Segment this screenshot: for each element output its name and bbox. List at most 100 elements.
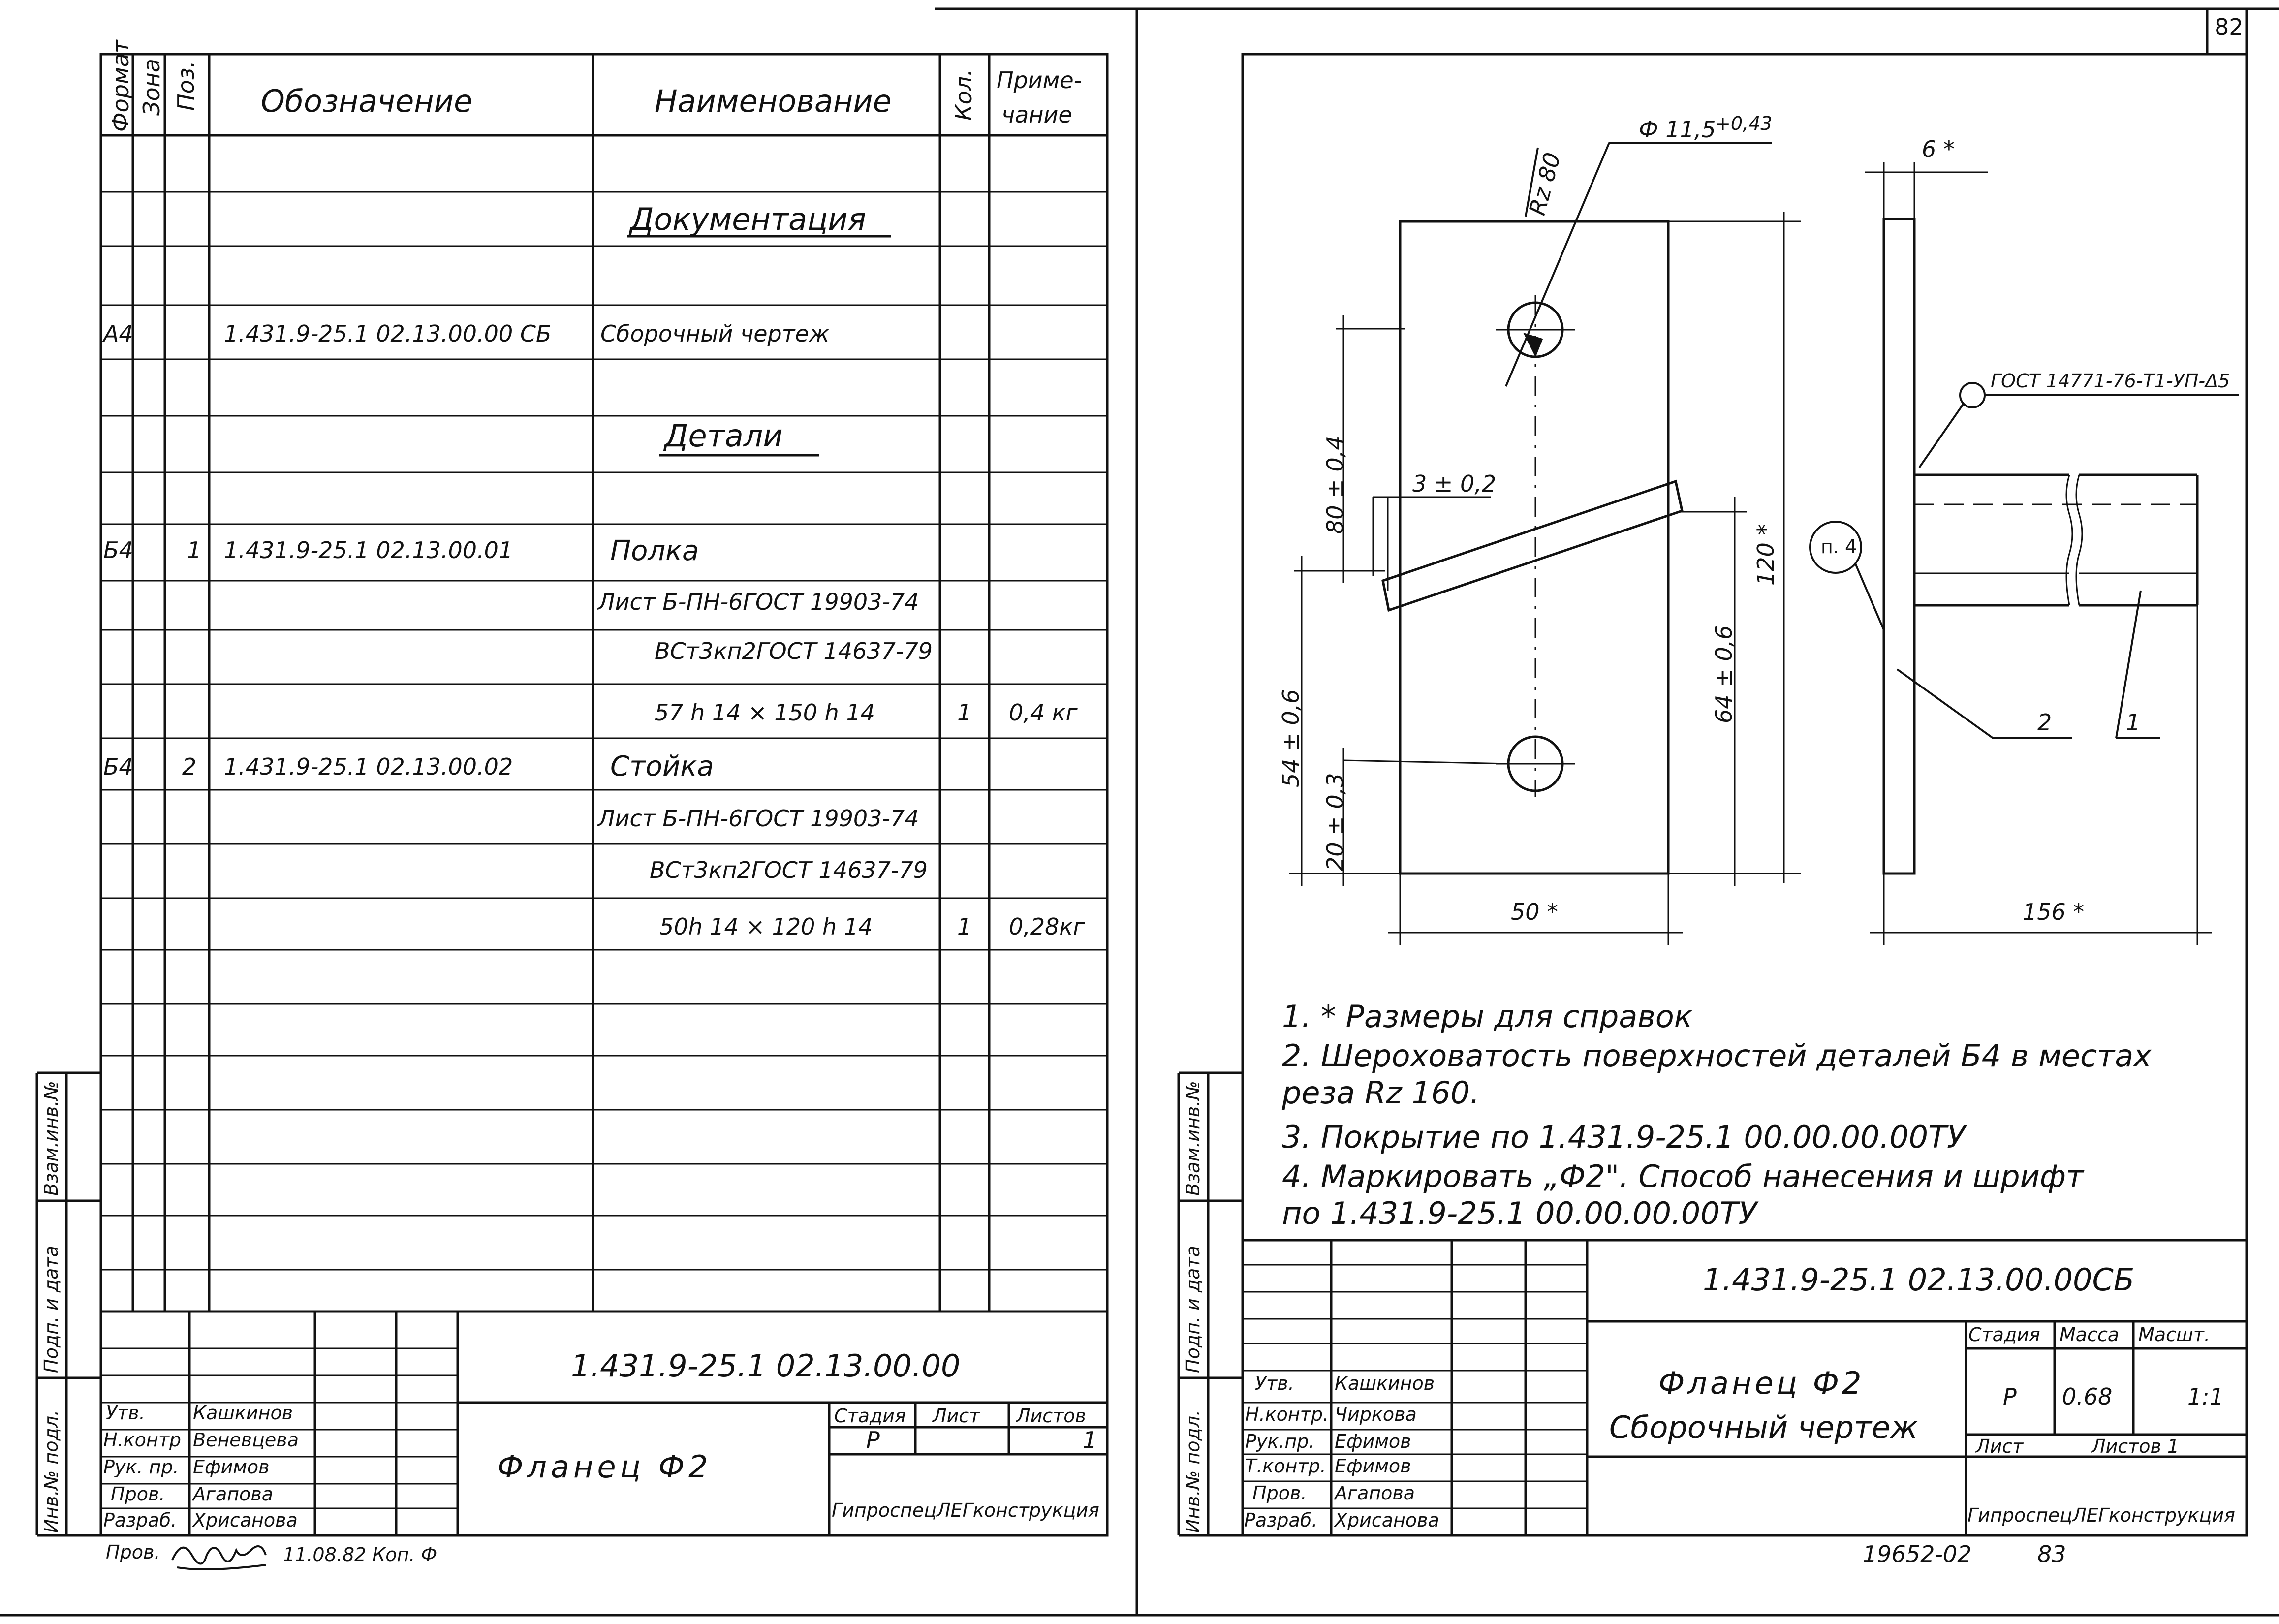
- row-designation: 1.431.9-25.1 02.13.00.01: [224, 537, 513, 563]
- title-subtitle: Сборочный чертеж: [1609, 1409, 1918, 1445]
- label-sheets: Листов 1: [2092, 1436, 2180, 1457]
- weld-symbol: ГОСТ 14771-76-Т1-УП-Δ5: [1991, 370, 2230, 392]
- role-label: Пров.: [1252, 1482, 1307, 1504]
- title-code: 1.431.9-25.1 02.13.00.00: [571, 1348, 961, 1384]
- header-note-1: Приме-: [997, 67, 1082, 94]
- sheet-number: 83: [2037, 1541, 2066, 1567]
- row-name: ВСт3кп2ГОСТ 14637-79: [655, 638, 933, 664]
- role-label: Утв.: [1255, 1373, 1294, 1394]
- note-line: 2. Шероховатость поверхностей деталей Б4…: [1282, 1038, 2152, 1074]
- row-note: 0,4 кг: [1009, 699, 1078, 726]
- header-zone: Зона: [138, 59, 165, 116]
- role-name: Веневцева: [193, 1429, 299, 1451]
- row-designation: 1.431.9-25.1 02.13.00.00 СБ: [224, 320, 552, 347]
- role-name: Ефимов: [1335, 1455, 1411, 1477]
- row-qty: 1: [957, 699, 972, 726]
- archive-number: 19652-02: [1863, 1541, 1972, 1567]
- value-stage: Р: [2003, 1383, 2017, 1410]
- row-format: А4: [103, 320, 133, 347]
- role-name: Хрисанова: [193, 1509, 298, 1531]
- value-sheets: 1: [1083, 1427, 1097, 1453]
- note-line: реза Rz 160.: [1282, 1075, 1480, 1111]
- dim-3: 3 ± 0,2: [1412, 470, 1497, 497]
- page-number: 82: [2215, 14, 2244, 40]
- row-name: ВСт3кп2ГОСТ 14637-79: [650, 857, 928, 883]
- dim-64: 64 ± 0,6: [1711, 625, 1737, 723]
- row-format: Б4: [103, 537, 133, 563]
- row-name: Сборочный чертеж: [600, 320, 830, 347]
- header-note-2: чание: [1001, 101, 1072, 128]
- footer-date: 11.08.82 Коп. Ф: [283, 1544, 437, 1565]
- dim-50: 50 *: [1511, 899, 1559, 925]
- callout-note-ref: п. 4: [1821, 536, 1857, 558]
- role-label: Н.контр: [103, 1429, 181, 1451]
- label-sheets: Листов: [1016, 1405, 1086, 1427]
- label-scale: Масшт.: [2138, 1324, 2210, 1345]
- role-name: Хрисанова: [1335, 1509, 1439, 1531]
- checker-note: Пров.: [106, 1541, 160, 1563]
- role-label: Разраб.: [103, 1509, 177, 1531]
- row-note: 0,28кг: [1009, 913, 1085, 940]
- role-label: Утв.: [106, 1402, 145, 1424]
- role-name: Кашкинов: [193, 1402, 293, 1424]
- label-stage: Стадия: [834, 1405, 906, 1427]
- title-code: 1.431.9-25.1 02.13.00.00СБ: [1703, 1262, 2135, 1298]
- role-label: Т.контр.: [1245, 1455, 1326, 1477]
- side-label-repl: Взам.инв.№: [40, 1081, 62, 1196]
- row-designation: 1.431.9-25.1 02.13.00.02: [224, 753, 513, 780]
- section-documentation: Документация: [630, 201, 866, 237]
- dim-80: 80 ± 0,4: [1322, 436, 1348, 534]
- dim-hole-tol: +0,43: [1715, 113, 1773, 134]
- value-scale: 1:1: [2187, 1383, 2224, 1410]
- role-label: Пров.: [111, 1483, 165, 1505]
- role-name: Чиркова: [1335, 1404, 1417, 1425]
- note-line: по 1.431.9-25.1 00.00.00.00ТУ: [1282, 1195, 1757, 1231]
- position-2: 2: [2037, 709, 2052, 736]
- label-mass: Масса: [2060, 1324, 2120, 1345]
- note-line: 3. Покрытие по 1.431.9-25.1 00.00.00.00Т…: [1282, 1119, 1966, 1155]
- org-name: ГипроспецЛЕГконструкция: [832, 1499, 1099, 1521]
- role-label: Н.контр.: [1245, 1404, 1329, 1425]
- row-pos: 2: [182, 753, 197, 780]
- side-label-inv: Инв.№ подл.: [1182, 1409, 1204, 1533]
- header-pos: Поз.: [173, 61, 199, 111]
- row-name: Стойка: [610, 750, 714, 782]
- dim-hole-dia: Ф 11,5: [1639, 116, 1716, 143]
- header-format: Формат: [107, 40, 134, 132]
- role-name: Агапова: [1335, 1482, 1415, 1504]
- role-name: Кашкинов: [1335, 1373, 1435, 1394]
- role-label: Рук. пр.: [103, 1456, 179, 1478]
- row-format: Б4: [103, 753, 133, 780]
- title-name: Фланец Ф2: [497, 1449, 712, 1485]
- row-qty: 1: [957, 913, 972, 940]
- row-name: Лист Б-ПН-6ГОСТ 19903-74: [598, 805, 919, 832]
- header-designation: Обозначение: [261, 83, 473, 119]
- value-stage: Р: [866, 1427, 880, 1453]
- label-stage: Стадия: [1968, 1324, 2040, 1345]
- dim-thickness: 6 *: [1922, 136, 1955, 162]
- side-label-sign: Подп. и дата: [1182, 1246, 1204, 1373]
- title-name: Фланец Ф2: [1658, 1365, 1865, 1401]
- position-1: 1: [2126, 709, 2141, 736]
- dim-120: 120 *: [1752, 524, 1779, 586]
- side-label-repl: Взам.инв.№: [1182, 1081, 1204, 1196]
- dim-20: 20 ± 0,3: [1322, 773, 1348, 871]
- dim-54: 54 ± 0,6: [1278, 689, 1304, 787]
- note-line: 4. Маркировать „Ф2". Способ нанесения и …: [1282, 1158, 2084, 1194]
- org-name: ГипроспецЛЕГконструкция: [1967, 1504, 2235, 1526]
- row-name: 50h 14 × 120 h 14: [659, 913, 873, 940]
- side-label-sign: Подп. и дата: [40, 1246, 62, 1373]
- dim-156: 156 *: [2023, 899, 2085, 925]
- header-qty: Кол.: [950, 69, 977, 121]
- row-name: Лист Б-ПН-6ГОСТ 19903-74: [598, 589, 919, 615]
- side-label-inv: Инв.№ подл.: [40, 1409, 62, 1533]
- role-name: Ефимов: [193, 1456, 270, 1478]
- row-name: Полка: [610, 535, 699, 567]
- row-pos: 1: [187, 537, 202, 563]
- role-label: Рук.пр.: [1245, 1431, 1315, 1452]
- note-line: 1. * Размеры для справок: [1282, 999, 1693, 1034]
- value-mass: 0.68: [2062, 1383, 2113, 1410]
- section-parts: Детали: [664, 418, 783, 454]
- role-label: Разраб.: [1244, 1509, 1318, 1531]
